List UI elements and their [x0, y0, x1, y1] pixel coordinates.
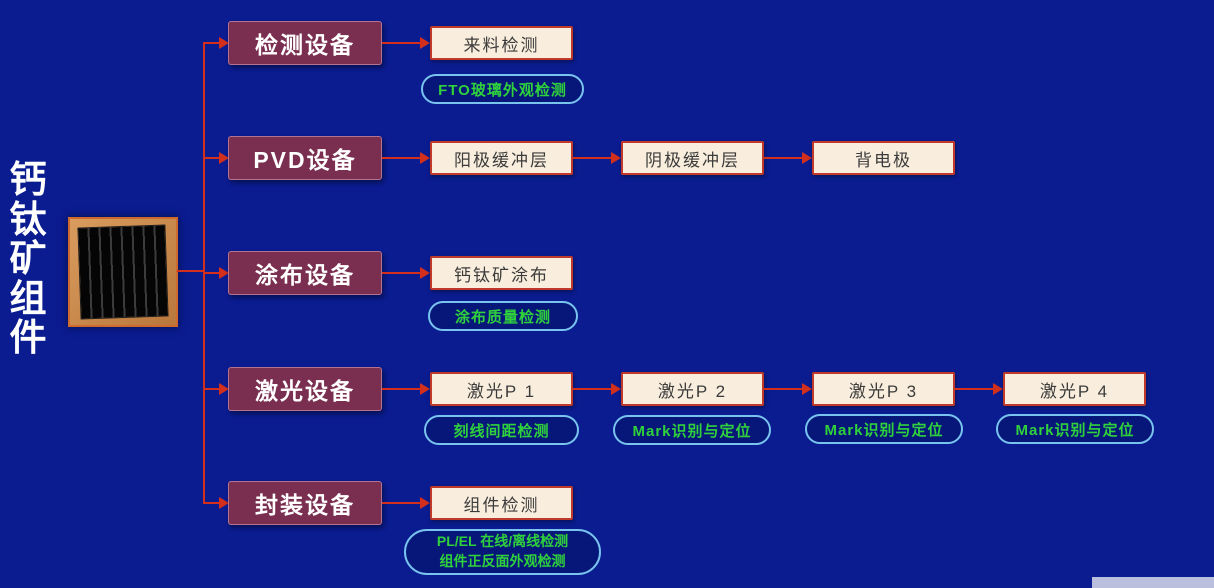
arrow-head-icon	[219, 37, 229, 49]
arrow-head-icon	[219, 267, 229, 279]
device-box-coating: 涂布设备	[228, 251, 382, 295]
inspection-oval: FTO玻璃外观检测	[421, 74, 584, 104]
arrow-head-icon	[420, 267, 430, 279]
inspection-line: 组件正反面外观检测	[439, 553, 566, 569]
connector-line	[573, 388, 611, 390]
connector-line	[203, 502, 220, 504]
inspection-oval: Mark识别与定位	[805, 414, 963, 444]
arrow-head-icon	[420, 37, 430, 49]
connector-line	[203, 388, 220, 390]
arrow-head-icon	[219, 383, 229, 395]
step-box: 激光P 2	[621, 372, 764, 406]
arrow-head-icon	[802, 152, 812, 164]
inspection-oval: Mark识别与定位	[613, 415, 771, 445]
step-box: 激光P 3	[812, 372, 955, 406]
connector-line	[177, 270, 204, 272]
inspection-oval: Mark识别与定位	[996, 414, 1154, 444]
arrow-head-icon	[802, 383, 812, 395]
inspection-oval: 涂布质量检测	[428, 301, 578, 331]
inspection-oval: 刻线间距检测	[424, 415, 579, 445]
step-box: 背电极	[812, 141, 955, 175]
arrow-head-icon	[611, 152, 621, 164]
step-box: 组件检测	[430, 486, 573, 520]
connector-line	[203, 272, 220, 274]
connector-line	[203, 42, 220, 44]
arrow-head-icon	[420, 497, 430, 509]
step-box: 激光P 1	[430, 372, 573, 406]
connector-line	[764, 388, 802, 390]
step-box: 来料检测	[430, 26, 573, 60]
arrow-head-icon	[993, 383, 1003, 395]
device-box-packaging: 封装设备	[228, 481, 382, 525]
inspection-oval: PL/EL 在线/离线检测 组件正反面外观检测	[404, 529, 601, 575]
arrow-head-icon	[420, 152, 430, 164]
step-box: 钙钛矿涂布	[430, 256, 573, 290]
arrow-head-icon	[420, 383, 430, 395]
connector-line	[382, 388, 420, 390]
step-box: 阳极缓冲层	[430, 141, 573, 175]
solar-panel-image	[77, 224, 169, 320]
connector-line	[382, 272, 420, 274]
device-box-inspection: 检测设备	[228, 21, 382, 65]
connector-line	[382, 157, 420, 159]
connector-line	[382, 502, 420, 504]
arrow-head-icon	[219, 497, 229, 509]
step-box: 激光P 4	[1003, 372, 1146, 406]
device-box-pvd: PVD设备	[228, 136, 382, 180]
arrow-head-icon	[219, 152, 229, 164]
connector-line	[764, 157, 802, 159]
connector-line	[203, 157, 220, 159]
device-box-laser: 激光设备	[228, 367, 382, 411]
module-photo	[68, 217, 178, 327]
arrow-head-icon	[611, 383, 621, 395]
diagram-title: 钙钛矿组件	[9, 159, 47, 359]
corner-watermark-box	[1092, 577, 1214, 588]
connector-line	[955, 388, 993, 390]
connector-line	[382, 42, 420, 44]
connector-line	[573, 157, 611, 159]
step-box: 阴极缓冲层	[621, 141, 764, 175]
inspection-line: PL/EL 在线/离线检测	[436, 533, 569, 550]
